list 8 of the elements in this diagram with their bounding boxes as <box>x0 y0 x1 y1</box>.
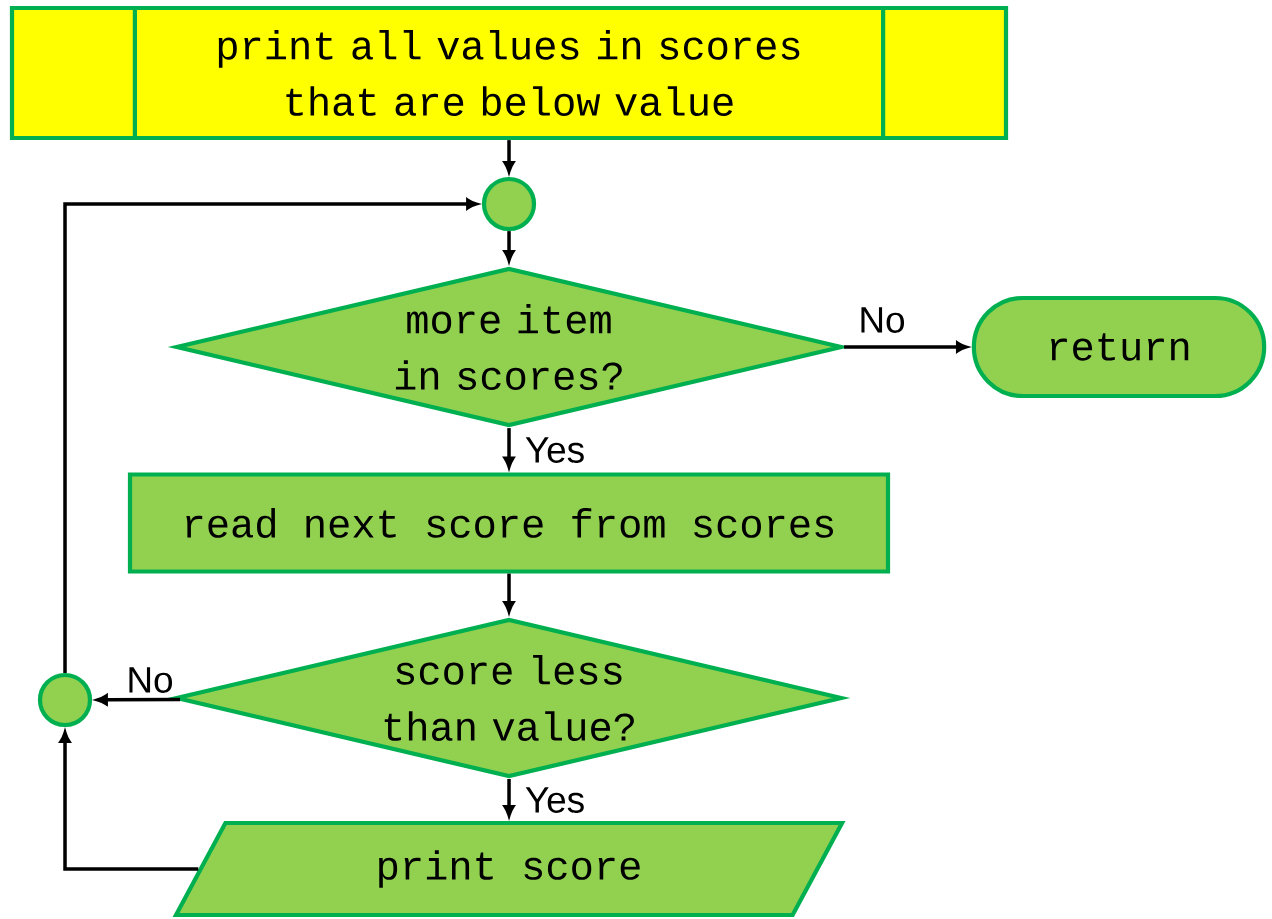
connector-circle <box>37 672 93 728</box>
edge-label: Yes <box>523 435 587 465</box>
edge-label: Yes <box>523 785 587 815</box>
connector-circle <box>481 176 537 232</box>
process-box: read next score from scores <box>127 472 891 574</box>
predefined-process-box: print all values in scores that are below value <box>9 3 1009 143</box>
edge-label: No <box>856 305 908 335</box>
terminal-box: return <box>971 295 1267 399</box>
